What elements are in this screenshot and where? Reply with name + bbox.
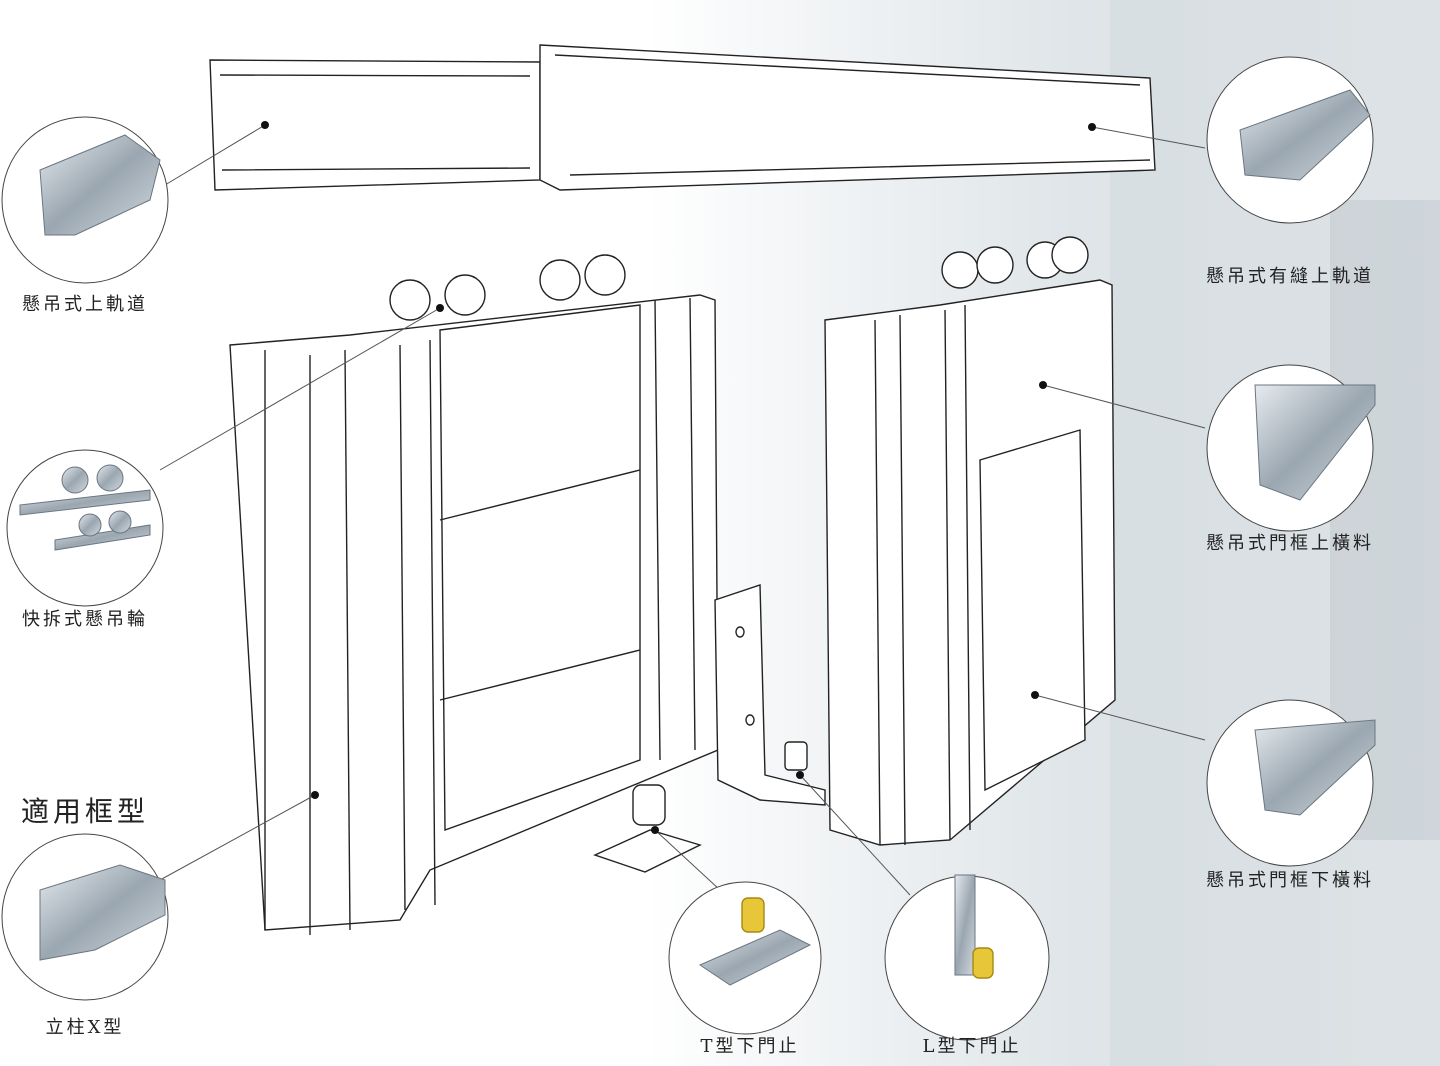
label-l-stop: L型下門止 [922,1036,1022,1057]
label-upper-rail: 懸吊式門框上橫料 [1206,533,1374,554]
right-door-drawing [824,236,1116,846]
label-t-stop: T型下門止 [700,1036,800,1057]
label-top-rail: 懸吊式上軌道 [22,294,148,315]
callout-dots [261,121,1096,834]
left-door-drawing [229,254,719,935]
top-rail-drawing [209,44,1156,191]
leader-lines [159,124,1206,896]
stops-drawing [593,584,826,873]
frame-heading: 適用框型 [20,795,150,828]
label-roller: 快拆式懸吊輪 [22,609,148,630]
label-slotted-rail: 懸吊式有縫上軌道 [1206,266,1374,287]
label-post-x: 立柱X型 [45,1017,125,1038]
label-lower-rail: 懸吊式門框下橫料 [1206,870,1374,891]
